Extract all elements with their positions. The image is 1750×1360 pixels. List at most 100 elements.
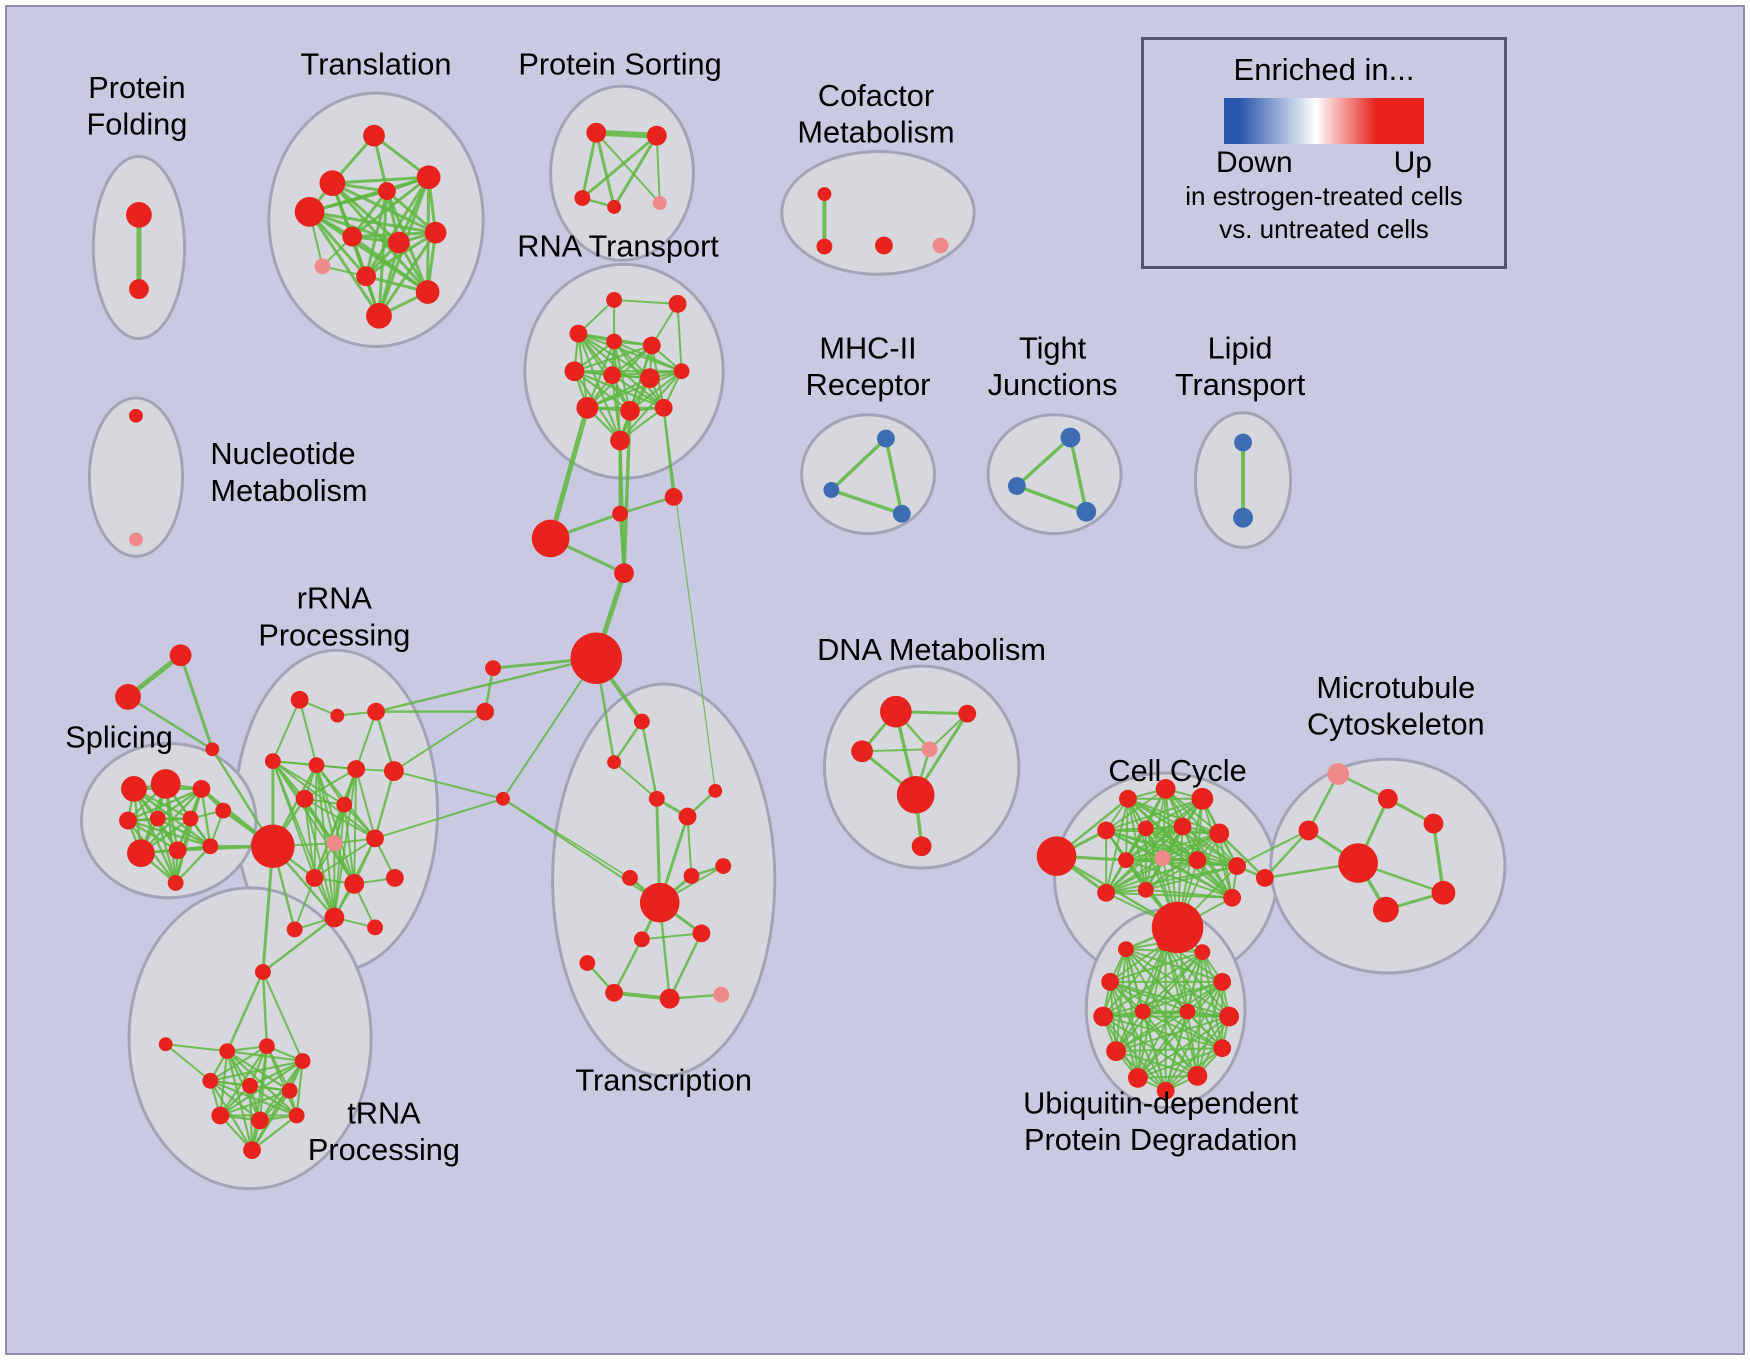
node-tx11: [633, 931, 650, 948]
node-tr3: [294, 197, 325, 227]
legend-title: Enriched in...: [1233, 52, 1415, 87]
node-ub7: [1219, 1006, 1240, 1027]
node-tx2: [607, 755, 622, 770]
node-dm1: [879, 695, 912, 728]
edge: [862, 748, 930, 753]
edge: [1164, 981, 1224, 1092]
node-ub1: [1118, 941, 1134, 958]
edge: [1102, 1015, 1167, 1092]
edge: [271, 760, 336, 918]
node-nm2: [129, 532, 143, 547]
node-mc4: [1423, 813, 1444, 834]
node-ub14: [1179, 1003, 1196, 1020]
legend-up-label: Up: [1393, 146, 1432, 179]
edge: [1105, 788, 1167, 832]
edge: [261, 971, 269, 1047]
node-rt13: [610, 430, 630, 451]
edge: [313, 765, 318, 878]
edge: [393, 710, 486, 772]
node-rt4: [606, 333, 623, 350]
cluster-ellipse-trna-processing: [127, 886, 373, 1191]
node-lt1: [1234, 433, 1252, 452]
edge: [1164, 941, 1230, 1018]
edge: [209, 1045, 268, 1082]
node-tx16: [713, 986, 730, 1003]
edge: [272, 760, 356, 885]
edge: [1137, 1010, 1189, 1079]
edge: [250, 1046, 268, 1151]
cluster-label-dna-metabolism: DNA Metabolism: [817, 632, 1046, 667]
edge: [618, 513, 626, 574]
node-ub2: [1156, 933, 1175, 952]
edge: [1105, 797, 1203, 832]
legend-down-label: Down: [1216, 146, 1293, 179]
node-sp11: [167, 874, 184, 891]
edge: [179, 654, 214, 750]
edge: [613, 938, 643, 994]
edge: [1102, 941, 1167, 1018]
edge: [1145, 888, 1233, 899]
node-tr4: [378, 182, 396, 200]
node-rt2: [668, 295, 687, 313]
edge: [165, 1043, 211, 1082]
node-dm5: [896, 776, 935, 814]
node-ub6: [1093, 1006, 1114, 1027]
node-cc11: [1188, 851, 1207, 870]
node-ps5: [652, 196, 667, 210]
edge: [580, 132, 598, 199]
edge: [830, 437, 888, 492]
edge: [668, 932, 703, 1000]
node-tx1: [633, 713, 650, 730]
edge: [1105, 857, 1164, 894]
edge: [272, 760, 345, 806]
edge: [355, 768, 376, 839]
edge: [1164, 1015, 1230, 1092]
node-rr5: [308, 757, 325, 774]
edge: [1263, 829, 1310, 879]
legend-gradient-bar: [1224, 98, 1424, 144]
edge: [686, 816, 693, 877]
edge: [548, 407, 590, 540]
edge: [629, 370, 683, 412]
node-mid2: [612, 505, 628, 522]
cluster-label-cell-cycle: Cell Cycle: [1108, 753, 1246, 788]
node-tx13: [579, 955, 596, 971]
node-cc4: [1191, 787, 1214, 810]
node-mh2: [823, 482, 840, 498]
edge: [502, 797, 661, 904]
edge: [676, 303, 683, 372]
edge: [140, 788, 203, 855]
edge: [1127, 798, 1233, 899]
legend-box: Enriched in... Down Up in estrogen-treat…: [1141, 37, 1507, 269]
edge: [613, 720, 643, 763]
node-ub11: [1187, 1065, 1208, 1086]
edge: [365, 231, 437, 278]
edge: [265, 1045, 298, 1116]
node-mc6: [1431, 880, 1456, 905]
edge: [298, 699, 318, 766]
edge: [1115, 1050, 1198, 1077]
edge: [1162, 857, 1233, 899]
node-sp3: [192, 779, 211, 798]
node-tx5: [678, 807, 697, 826]
cluster-label-splicing: Splicing: [65, 719, 173, 754]
edge: [262, 971, 304, 1062]
node-mid3: [614, 563, 634, 584]
node-mh1: [876, 429, 895, 448]
edge: [249, 1084, 298, 1117]
node-sp5: [149, 810, 166, 827]
cluster-label-protein-sorting: Protein Sorting: [518, 46, 721, 81]
node-mid5: [476, 702, 495, 721]
edge: [200, 788, 212, 847]
edge: [1125, 825, 1184, 861]
edge: [262, 916, 336, 973]
edge: [1141, 1011, 1167, 1092]
edge: [1201, 798, 1234, 899]
node-tr1: [363, 124, 385, 147]
edge: [1142, 980, 1223, 1013]
node-rr17: [367, 919, 383, 936]
node-cm1: [817, 187, 832, 201]
node-ub12: [1156, 1081, 1175, 1100]
